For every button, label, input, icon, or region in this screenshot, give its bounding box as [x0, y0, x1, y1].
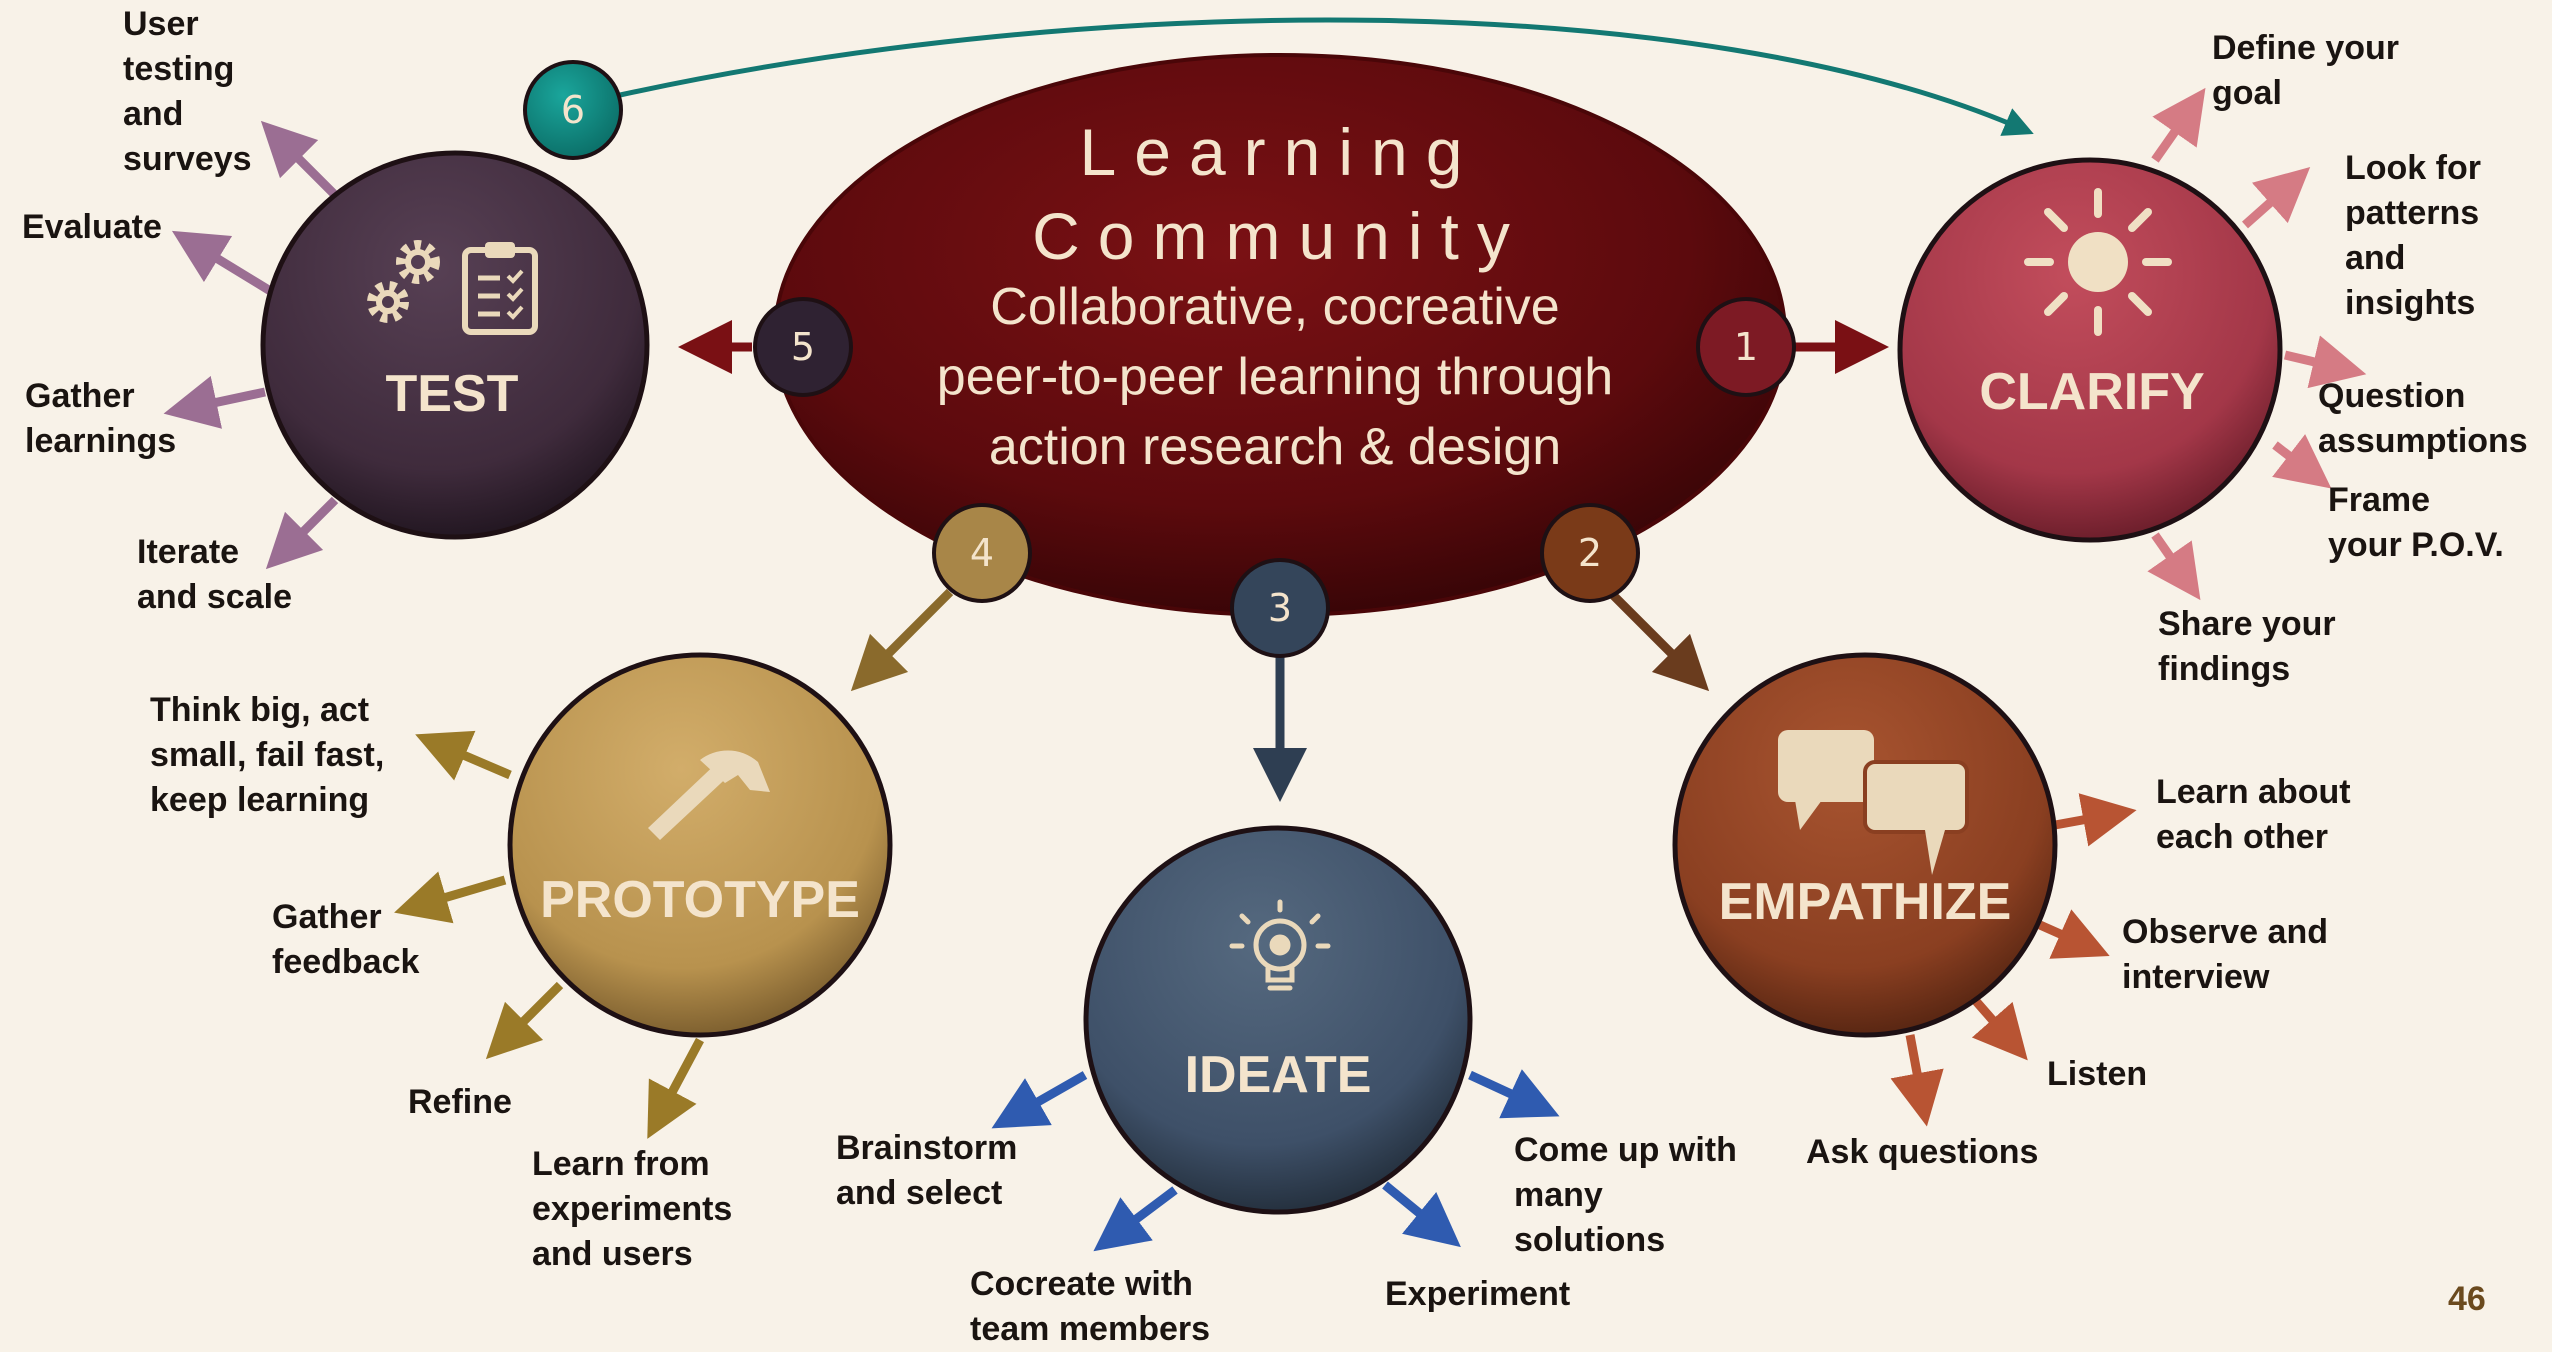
step-badge-6 [523, 60, 623, 160]
prototype-title: PROTOTYPE [540, 871, 860, 929]
clarify-item: Look for patterns and insights [2345, 149, 2481, 322]
clarify-item: Define your goal [2212, 29, 2400, 112]
clarify-item: Share your findings [2158, 605, 2336, 688]
prototype-spoke [415, 730, 512, 781]
test-spokes [163, 120, 339, 570]
test-spoke [265, 496, 339, 570]
test-item: Iterate and scale [137, 533, 292, 616]
test-item: Evaluate [22, 208, 162, 246]
empathize-item: Ask questions [1806, 1133, 2039, 1171]
test-title: TEST [385, 365, 519, 423]
prototype-item: Think big, act small, fail fast, keep le… [150, 691, 385, 819]
ideate-spokes [991, 1069, 1560, 1252]
prototype-spokes [394, 730, 704, 1139]
step-number-6: 6 [560, 88, 586, 132]
connector-arrow-prototype [850, 588, 954, 692]
step-badge-2 [1540, 503, 1640, 603]
center-title: Learning Community [1032, 115, 1528, 273]
step-badge-5 [753, 297, 853, 397]
test-spoke [171, 230, 275, 296]
ideate-item: Experiment [1385, 1275, 1571, 1313]
ideate-spoke [1382, 1181, 1461, 1248]
lightbulb-icon [1229, 899, 1331, 991]
test-item: User testing and surveys [123, 5, 252, 178]
prototype-circle[interactable] [507, 652, 893, 1038]
clarify-circle[interactable] [1897, 157, 2283, 543]
step-number-3: 3 [1267, 586, 1293, 630]
ideate-circle[interactable] [1083, 825, 1473, 1215]
test-spoke [163, 375, 266, 429]
hammer-icon [648, 750, 770, 840]
clarify-title: CLARIFY [1979, 363, 2205, 421]
empathize-circle[interactable] [1672, 652, 2058, 1038]
clarify-item: Question assumptions [2318, 377, 2528, 460]
empathize-item: Listen [2047, 1055, 2148, 1093]
ideate-item: Cocreate with team members [970, 1265, 1211, 1348]
clarify-spokes [2147, 87, 2367, 601]
sun-icon [2024, 188, 2172, 336]
prototype-spoke [485, 981, 564, 1060]
prototype-spoke [647, 1037, 704, 1139]
step-number-2: 2 [1577, 531, 1603, 575]
loop-arrow [619, 17, 2034, 136]
empathize-spoke [1971, 997, 2028, 1061]
ideate-spoke [1093, 1186, 1178, 1252]
step-number-1: 1 [1733, 325, 1759, 369]
clarify-spoke [2151, 87, 2206, 163]
empathize-spokes [1890, 793, 2137, 1127]
gears-checklist-icon [367, 240, 538, 335]
empathize-item: Observe and interview [2122, 913, 2328, 996]
speech-bubbles-icon [1778, 730, 1969, 875]
empathize-title: EMPATHIZE [1718, 873, 2012, 931]
ideate-title: IDEATE [1184, 1046, 1372, 1104]
prototype-item: Learn from experiments and users [532, 1145, 733, 1273]
step-number-4: 4 [969, 531, 995, 575]
step-number-5: 5 [790, 325, 816, 369]
ideate-item: Brainstorm and select [836, 1129, 1018, 1212]
empathize-spoke [1890, 1034, 1944, 1127]
ideate-item: Come up with many solutions [1514, 1131, 1737, 1259]
clarify-spoke [2283, 335, 2367, 389]
ideate-spoke [991, 1071, 1088, 1129]
test-spoke [260, 120, 339, 199]
step-badge-4 [932, 503, 1032, 603]
clarify-spoke [2272, 434, 2332, 489]
test-circle[interactable] [260, 150, 650, 540]
prototype-item: Gather feedback [272, 898, 420, 981]
ideate-spoke [1468, 1069, 1560, 1119]
prototype-item: Refine [408, 1083, 512, 1121]
empathize-spoke [2054, 793, 2137, 847]
test-item: Gather learnings [25, 377, 177, 460]
empathize-spoke [2038, 909, 2110, 959]
clarify-spoke [2242, 167, 2311, 229]
empathize-item: Learn about each other [2156, 773, 2351, 856]
clarify-spoke [2147, 532, 2201, 601]
step-badge-1 [1696, 297, 1796, 397]
connector-arrow-empathize [1606, 588, 1710, 692]
center-subtitle: Collaborative, cocreative peer-to-peer l… [936, 278, 1614, 476]
prototype-spoke [394, 871, 507, 924]
clarify-item: Frame your P.O.V. [2328, 481, 2504, 564]
page-number: 46 [2448, 1280, 2486, 1318]
step-badge-3 [1230, 558, 1330, 658]
